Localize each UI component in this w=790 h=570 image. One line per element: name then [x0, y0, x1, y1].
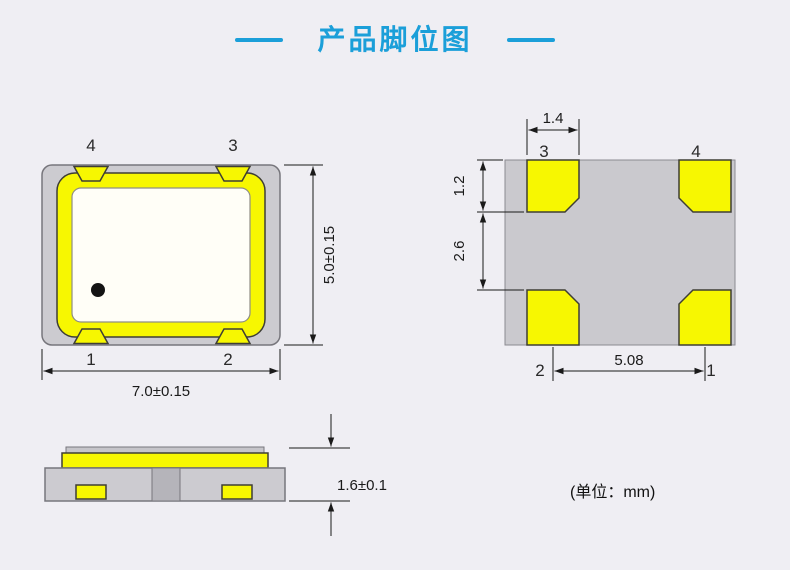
extension-lines-thickness	[289, 447, 350, 502]
pad-4	[678, 159, 732, 213]
pad-label-top-right: 4	[691, 142, 700, 161]
extension-lines-pad-width	[526, 119, 580, 155]
pad-label-bottom-right: 1	[706, 361, 715, 380]
cavity	[71, 187, 251, 323]
pin1-marker-dot	[91, 283, 105, 297]
land-pattern: 3 4 2 1 1.4 1.2 2.6 5.08	[451, 110, 736, 381]
pin-label-top-right: 3	[228, 136, 237, 155]
row-gap-label: 2.6	[451, 241, 468, 262]
title-dash-left	[235, 38, 284, 42]
page-title-row: 产品脚位图	[0, 26, 790, 54]
pin-label-bottom-left: 1	[86, 350, 95, 369]
pad-3	[526, 159, 580, 213]
pad-label-top-left: 3	[539, 142, 548, 161]
height-dimension-label: 5.0±0.15	[321, 226, 338, 284]
side-view: 1.6±0.1	[44, 414, 387, 536]
castellation-top-left	[72, 165, 110, 182]
pad-height-label: 1.2	[451, 176, 468, 197]
top-view: 4 3 1 2 7.0±0.15 5.0±0.15	[41, 136, 338, 400]
center-pad	[151, 467, 181, 502]
bottom-pad-right	[221, 484, 253, 500]
castellation-bottom-right	[214, 328, 252, 345]
pin-label-bottom-right: 2	[223, 350, 232, 369]
thickness-label: 1.6±0.1	[337, 477, 387, 494]
castellation-top-right	[214, 165, 252, 182]
pad-2	[526, 289, 580, 346]
unit-note: (单位：mm)	[570, 483, 655, 501]
extension-lines-width	[41, 349, 281, 380]
page-title: 产品脚位图	[317, 24, 473, 55]
extension-lines-pitch	[552, 347, 706, 381]
seal-band	[61, 452, 269, 469]
castellation-bottom-left	[72, 328, 110, 345]
pad-width-label: 1.4	[543, 110, 564, 127]
extension-lines-pad-height	[477, 159, 524, 213]
pad-1	[678, 289, 732, 346]
title-dash-right	[506, 38, 555, 42]
bottom-pad-left	[75, 484, 107, 500]
pad-label-bottom-left: 2	[535, 361, 544, 380]
pin-label-top-left: 4	[86, 136, 95, 155]
width-dimension-label: 7.0±0.15	[132, 383, 190, 400]
extension-lines-height	[284, 164, 323, 346]
pitch-label: 5.08	[614, 352, 643, 369]
